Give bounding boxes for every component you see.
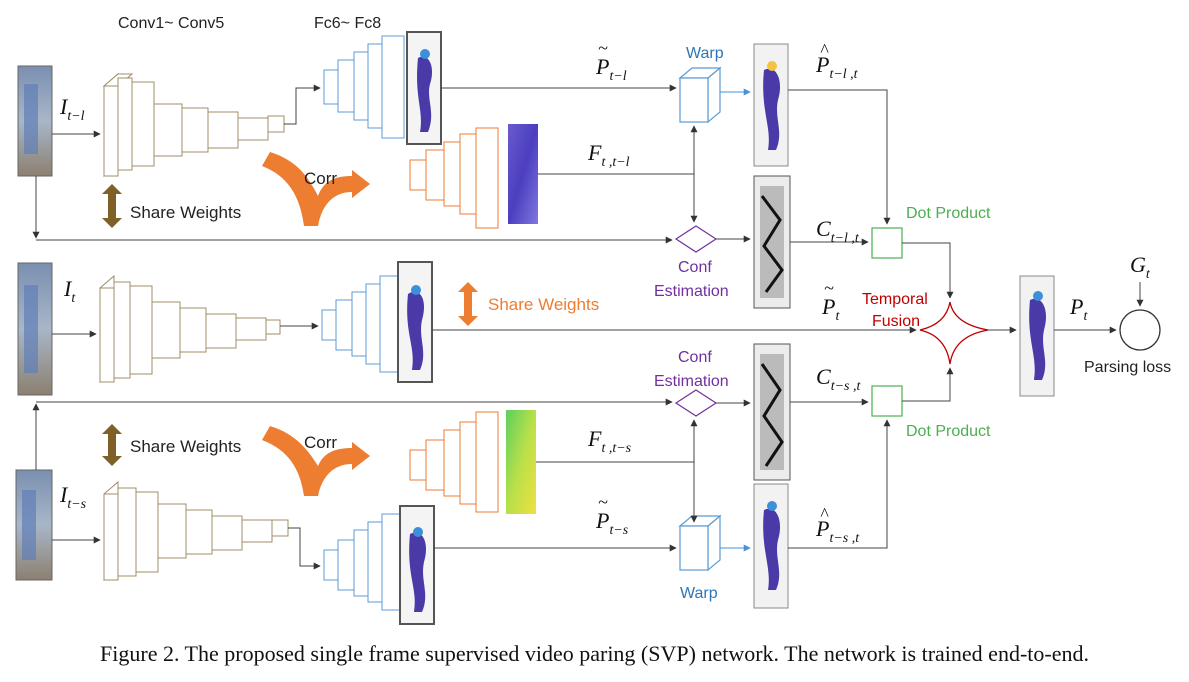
p-hat-next-label: Pt−s ,t [815, 516, 860, 546]
conv-label: Conv1~ Conv5 [118, 15, 224, 32]
confidence-map-next [753, 343, 791, 481]
warp-label-top: Warp [686, 45, 724, 62]
fc-label: Fc6~ Fc8 [314, 15, 381, 32]
input-frame-prev [17, 65, 53, 177]
i-cur-label: It [63, 276, 76, 306]
corr-arrow-bottom [262, 426, 370, 496]
estimation-label-top: Estimation [654, 283, 729, 300]
parsing-loss-circle [1119, 309, 1161, 351]
c-next-label: Ct−s ,t [816, 364, 861, 394]
share-weights-label-bottom: Share Weights [130, 437, 241, 456]
conv-block-mid [99, 274, 281, 384]
g-label: Gt [1130, 252, 1151, 282]
p-hat-prev-label: Pt−l ,t [815, 52, 859, 82]
warp-cube-bottom [678, 514, 722, 572]
dot-product-box-bottom [871, 385, 903, 417]
i-prev-label: It−l [59, 94, 85, 124]
corr-label-top: Corr [304, 169, 337, 188]
svp-network-diagram: Conv1~ Conv5 Fc6~ Fc8 Warp Warp Conf Est… [15, 15, 1171, 625]
input-frame-next [15, 469, 53, 581]
conv-block-bottom [103, 480, 289, 582]
corr-block-bottom [409, 411, 499, 513]
fusion-label: Fusion [872, 313, 920, 330]
share-weights-arrow-mid [458, 282, 478, 326]
warp-label-bottom: Warp [680, 585, 718, 602]
parsing-output-current [397, 261, 433, 383]
p-tilde-prev-label: Pt−l [595, 54, 627, 84]
warped-parsing-next [753, 483, 789, 609]
conf-diamond-top [674, 225, 718, 253]
conf-diamond-bottom [674, 389, 718, 417]
parsing-output-next [399, 505, 435, 625]
p-hat-next-accent: ^ [820, 504, 829, 524]
fc-block-top [323, 35, 405, 139]
share-weights-label-mid: Share Weights [488, 295, 599, 314]
parsing-output-prev [406, 31, 442, 145]
share-weights-arrow-bottom [102, 424, 122, 466]
warp-cube-top [678, 66, 722, 124]
conf-label-top: Conf [678, 259, 712, 276]
f-prev-label: Ft ,t−l [587, 140, 630, 170]
dot-product-box-top [871, 227, 903, 259]
estimation-label-bottom: Estimation [654, 373, 729, 390]
conf-label-bottom: Conf [678, 349, 712, 366]
p-hat-prev-accent: ^ [820, 40, 829, 60]
p-tilde-next-label: Pt−s [595, 508, 629, 538]
connection-lines [32, 84, 1144, 570]
corr-arrow-top [262, 152, 370, 226]
fc-block-mid [321, 275, 403, 373]
corr-label-bottom: Corr [304, 433, 337, 452]
final-parsing-output [1019, 275, 1055, 397]
p-tilde-cur-label: Pt [821, 294, 840, 324]
figure-caption: Figure 2. The proposed single frame supe… [100, 641, 1089, 666]
p-tilde-cur-accent: ~ [824, 278, 834, 298]
temporal-label: Temporal [862, 291, 928, 308]
warped-parsing-prev [753, 43, 789, 167]
i-next-label: It−s [59, 482, 87, 512]
parsing-loss-label: Parsing loss [1084, 359, 1171, 376]
temporal-fusion-star [919, 301, 989, 365]
f-next-label: Ft ,t−s [587, 426, 632, 456]
confidence-map-prev [753, 175, 791, 309]
share-weights-arrow-top [102, 184, 122, 228]
p-tilde-prev-accent: ~ [598, 38, 608, 58]
input-frame-current [17, 262, 53, 396]
corr-block-top [409, 127, 499, 229]
dot-product-label-top: Dot Product [906, 205, 991, 222]
c-prev-label: Ct−l ,t [816, 216, 860, 246]
flow-map-prev [508, 124, 538, 224]
conv-block-top [102, 72, 285, 178]
p-out-label: Pt [1069, 294, 1088, 324]
fc-block-bottom [323, 513, 405, 611]
share-weights-label-top: Share Weights [130, 203, 241, 222]
dot-product-label-bottom: Dot Product [906, 423, 991, 440]
p-tilde-next-accent: ~ [598, 492, 608, 512]
flow-map-next [506, 410, 536, 514]
